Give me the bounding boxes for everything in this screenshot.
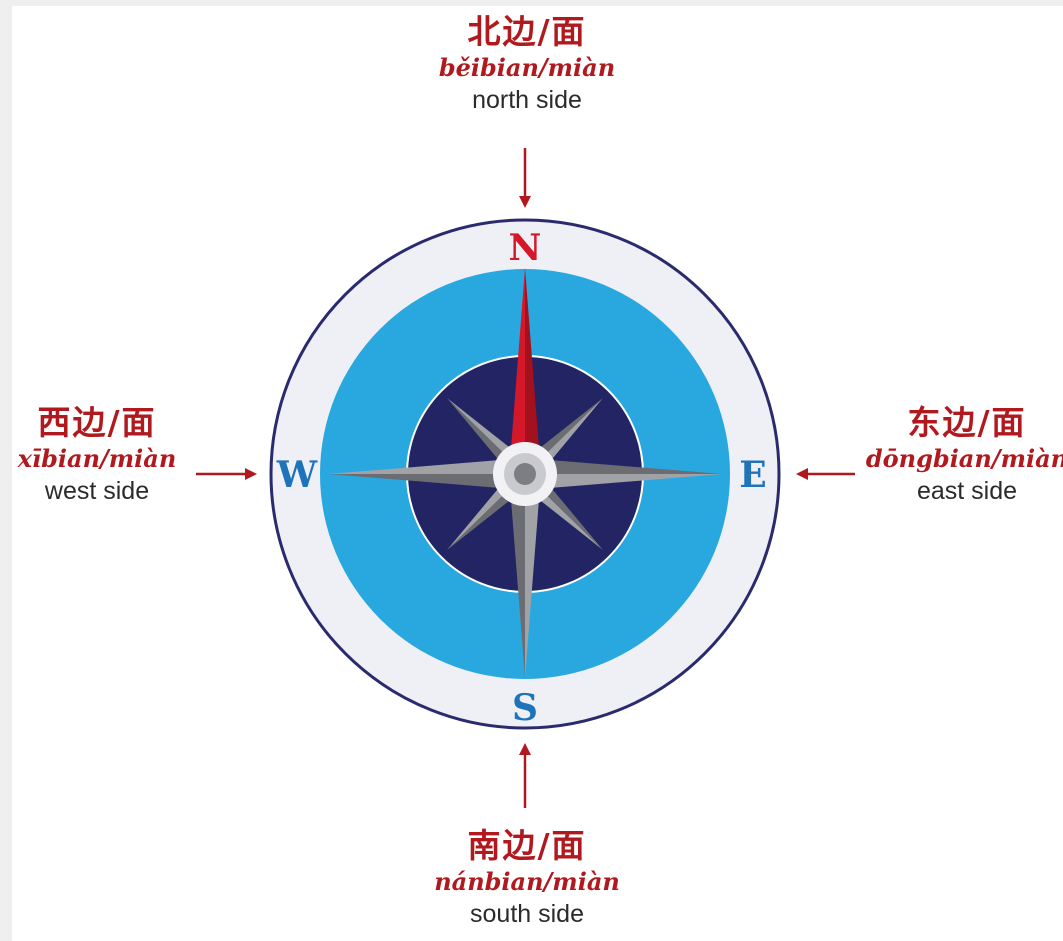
east-pinyin: dōngbian/miàn (865, 444, 1063, 473)
arrow-left-icon (796, 468, 855, 480)
east-hanzi: 东边/面 (907, 403, 1027, 442)
frame-border-left (0, 0, 12, 941)
arrow-up-icon (519, 743, 531, 808)
south-pinyin: nánbian/miàn (434, 867, 620, 896)
frame-border-top (0, 0, 1063, 6)
cardinal-points (328, 268, 722, 678)
compass-letter-e: E (739, 454, 766, 496)
north-hanzi: 北边/面 (467, 12, 587, 51)
compass-letter-s: S (512, 687, 538, 729)
west-label: 西边/面 xībian/miàn west side (0, 403, 207, 507)
compass-hub-center (514, 463, 536, 485)
east-english: east side (916, 477, 1018, 505)
south-label: 南边/面 nánbian/miàn south side (417, 826, 637, 930)
north-pinyin: běibian/miàn (438, 53, 616, 82)
north-english: north side (472, 86, 582, 114)
compass-letter-n: N (509, 227, 542, 269)
west-hanzi: 西边/面 (37, 403, 157, 442)
south-english: south side (470, 900, 584, 928)
east-label: 东边/面 dōngbian/miàn east side (857, 403, 1063, 507)
arrow-down-icon (519, 148, 531, 208)
north-label: 北边/面 běibian/miàn north side (417, 12, 637, 116)
compass-letter-w: W (276, 454, 318, 496)
west-pinyin: xībian/miàn (17, 444, 177, 473)
west-english: west side (44, 477, 150, 505)
arrow-right-icon (196, 468, 257, 480)
south-hanzi: 南边/面 (467, 826, 587, 865)
